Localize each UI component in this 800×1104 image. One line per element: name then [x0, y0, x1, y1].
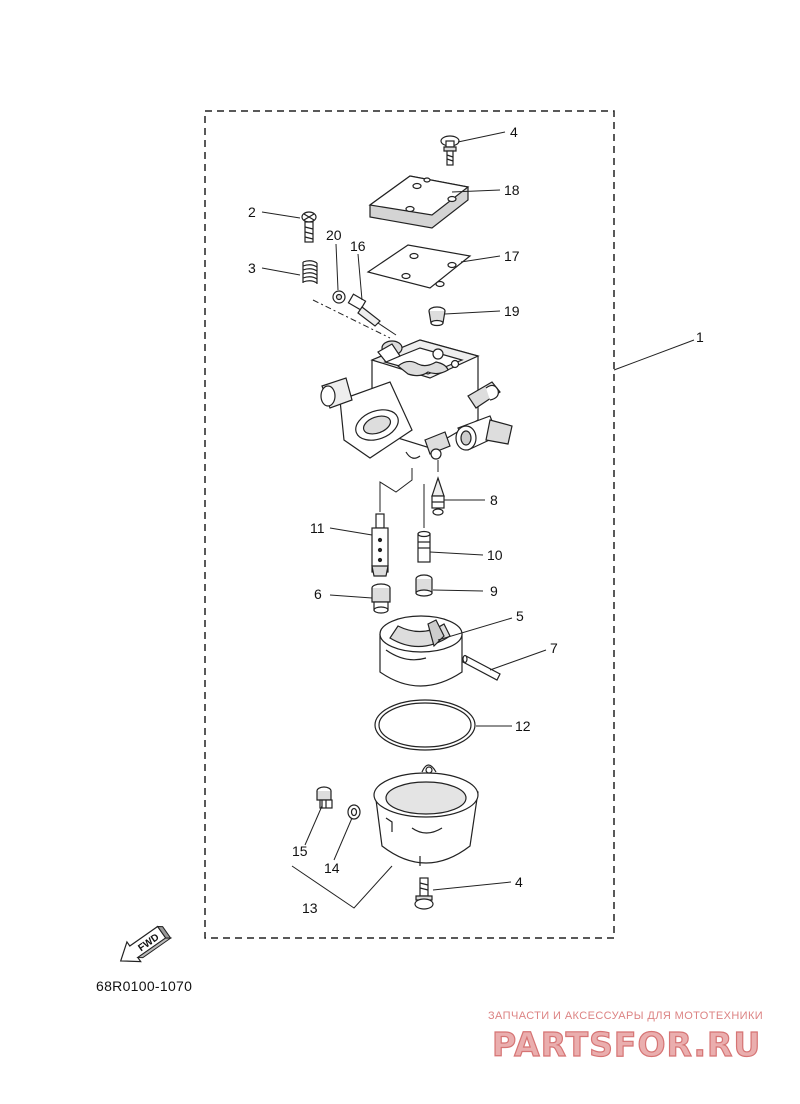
part-7-float-pin [462, 654, 501, 681]
part-14-washer [347, 804, 361, 820]
callout-3: 3 [248, 260, 256, 276]
part-12-o-ring [374, 699, 476, 751]
callout-7: 7 [550, 640, 558, 656]
part-6-jet-holder [371, 583, 391, 614]
watermark-tagline: ЗАПЧАСТИ И АКСЕССУАРЫ ДЛЯ МОТОТЕХНИКИ [488, 1010, 764, 1022]
fwd-arrow-icon: FWD [119, 925, 173, 963]
callout-1: 1 [696, 329, 704, 345]
part-19-plug [428, 306, 446, 327]
callout-6: 6 [314, 586, 322, 602]
callout-15: 15 [292, 843, 308, 859]
diagram-part-code: 68R0100-1070 [96, 978, 193, 994]
assembly-boundary [204, 110, 615, 939]
part-17-gasket [366, 244, 472, 289]
part-3-spring [302, 260, 318, 284]
part-20-seat [332, 290, 346, 304]
part-2-pilot-screw [301, 211, 317, 243]
callout-4-top: 4 [510, 124, 518, 140]
assembly-line-left [379, 468, 413, 512]
watermark-logo: PARTSFOR.RU [491, 1024, 761, 1064]
callout-4-bottom: 4 [515, 874, 523, 890]
assembly-line-needle [377, 322, 397, 336]
callout-19: 19 [504, 303, 520, 319]
part-13-float-bowl [373, 764, 479, 866]
callout-13: 13 [302, 900, 318, 916]
callout-labels: 1 2 3 4 18 20 16 17 19 8 11 10 9 6 5 7 1… [248, 124, 704, 916]
callout-5: 5 [516, 608, 524, 624]
assembly-line-pilot-screw [312, 299, 391, 339]
callout-9: 9 [490, 583, 498, 599]
part-11-main-nozzle [371, 513, 389, 577]
callout-16: 16 [350, 238, 366, 254]
part-10-pilot-jet [417, 530, 431, 563]
part-16-needle [347, 293, 381, 327]
part-4-screw-top [440, 135, 460, 166]
part-9-main-jet [415, 574, 433, 597]
part-15-drain-screw [316, 786, 333, 809]
callout-17: 17 [504, 248, 520, 264]
watermark-logo-text: PARTSFOR.RU [492, 1025, 761, 1064]
part-5-float [379, 615, 463, 687]
callout-18: 18 [504, 182, 520, 198]
callout-12: 12 [515, 718, 531, 734]
callout-20: 20 [326, 227, 342, 243]
callout-11: 11 [310, 520, 325, 536]
callout-10: 10 [487, 547, 503, 563]
callout-14: 14 [324, 860, 340, 876]
part-8-needle-valve [431, 476, 445, 516]
leader-lines [261, 131, 695, 909]
callout-2: 2 [248, 204, 256, 220]
callout-8: 8 [490, 492, 498, 508]
part-1-carburetor-body [320, 339, 513, 460]
part-4-screw-bottom [414, 877, 434, 910]
part-18-cover-plate [368, 175, 470, 229]
